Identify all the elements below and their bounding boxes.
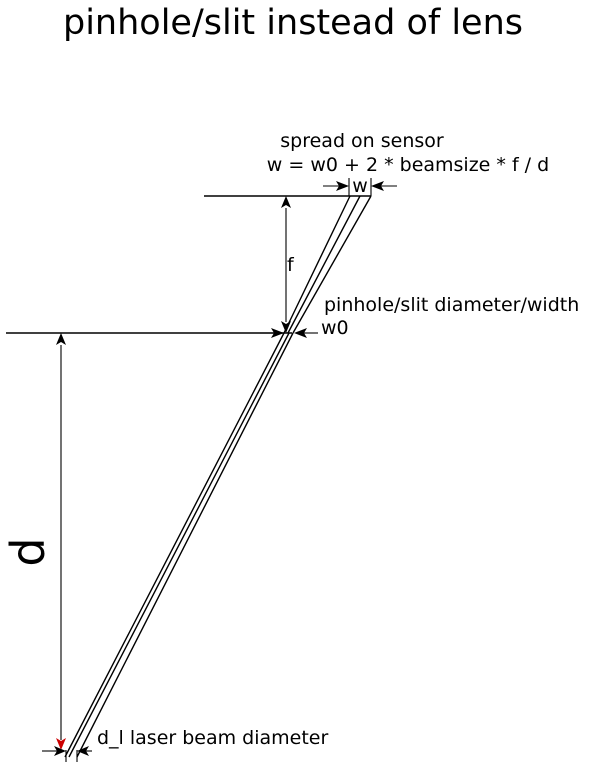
spread-formula: w = w0 + 2 * beamsize * f / d: [267, 154, 549, 176]
w-marker: [323, 178, 397, 196]
w0-marker: [260, 328, 318, 338]
d-dimension: [56, 333, 66, 750]
w0-label: w0: [321, 317, 349, 339]
laser-marker: [42, 746, 92, 762]
sensor-caption: spread on sensor: [280, 130, 444, 152]
laser-label: d_l laser beam diameter: [97, 727, 329, 749]
diagram-title: pinhole/slit instead of lens: [63, 3, 523, 43]
f-dimension: [281, 196, 291, 333]
f-label: f: [287, 254, 295, 276]
pinhole-label: pinhole/slit diameter/width: [324, 294, 579, 316]
d-arrow-end-red: [56, 738, 66, 750]
w-label: w: [352, 175, 368, 197]
beam-lines: [64, 195, 372, 758]
d-label: d: [1, 537, 55, 566]
